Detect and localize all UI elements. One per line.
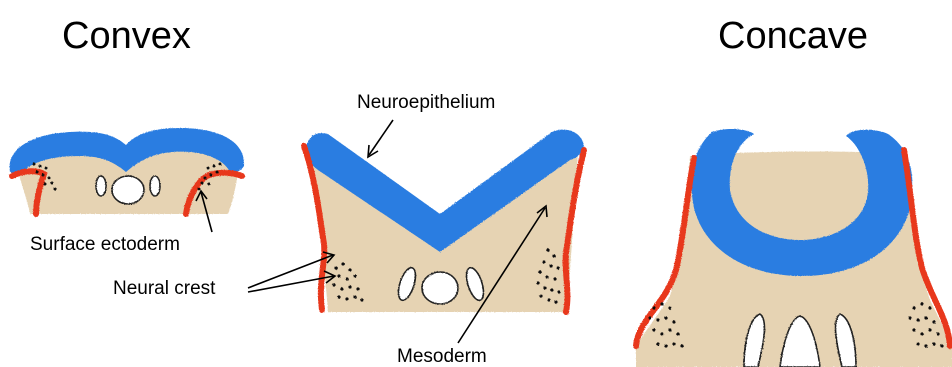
notochord [112, 176, 144, 204]
convex-stage-large [304, 130, 584, 312]
neuroepithelium-arrow [368, 120, 393, 157]
convex-title: Convex [62, 15, 191, 57]
neural-crest-label: Neural crest [113, 278, 216, 299]
neuroepithelium-label: Neuroepithelium [357, 92, 495, 113]
surface-ectoderm-label: Surface ectoderm [30, 234, 180, 255]
somite-right [150, 176, 160, 196]
notochord [422, 272, 458, 304]
concave-title: Concave [718, 15, 868, 57]
mesoderm-label: Mesoderm [397, 346, 487, 367]
concave-stage [636, 129, 952, 367]
convex-stage-small [10, 128, 245, 214]
somite-left [96, 176, 106, 196]
